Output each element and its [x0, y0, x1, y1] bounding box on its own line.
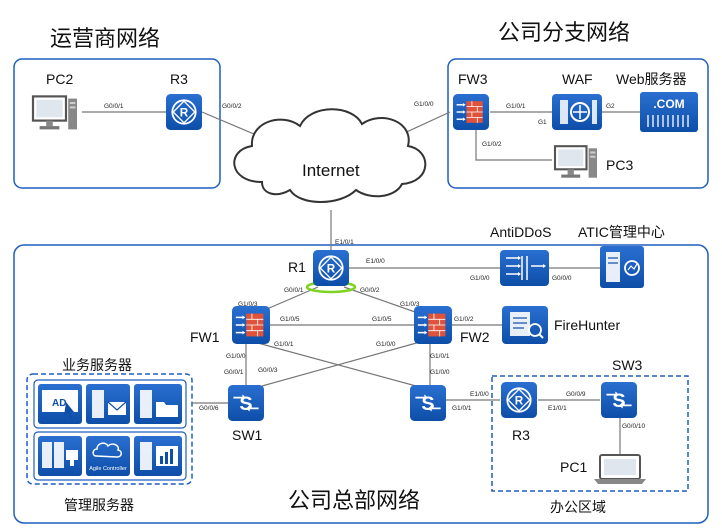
r3-isp-router-icon	[166, 94, 202, 130]
internet-cloud-icon	[233, 108, 427, 203]
r3-isp-label: R3	[170, 71, 188, 87]
business-servers-label: 业务服务器	[62, 358, 132, 374]
sw1-label: SW1	[232, 427, 263, 443]
firehunter-icon	[502, 306, 548, 344]
isp-region-box	[13, 58, 221, 189]
fw1-label: FW1	[190, 329, 220, 345]
fw2-label: FW2	[460, 329, 490, 345]
antiddos-icon	[500, 250, 549, 286]
port-label: G1/0/0	[470, 275, 490, 282]
port-label: G0/0/10	[622, 423, 646, 430]
port-label: G0/0/3	[258, 367, 278, 374]
port-label: G1/0/0	[414, 101, 434, 108]
links	[82, 111, 640, 455]
waf-icon	[552, 94, 602, 130]
pc2-label: PC2	[46, 71, 73, 87]
port-label: G1/0/0	[226, 353, 246, 360]
port-label: E1/0/1	[335, 239, 354, 246]
fw3-firewall-icon	[453, 94, 489, 130]
pc1-laptop-icon	[594, 454, 646, 484]
port-label: G0/0/1	[104, 103, 124, 110]
port-label: G0/0/1	[224, 369, 244, 376]
port-label: G1/0/1	[274, 341, 294, 348]
port-label: G1/0/1	[452, 405, 472, 412]
agile-controller-icon-label: Agile Controller	[89, 466, 127, 472]
port-label: G1/0/5	[372, 316, 392, 323]
r3-hq-label: R3	[512, 427, 530, 443]
sw1-switch-icon	[228, 385, 264, 421]
firehunter-label: FireHunter	[554, 317, 620, 333]
file-server-icon	[134, 384, 182, 424]
r1-router-icon	[313, 250, 349, 286]
office-area-box	[491, 375, 689, 492]
ad-server-icon: AD	[38, 384, 82, 424]
port-label: G0/0/1	[284, 287, 304, 294]
fw1-firewall-icon	[232, 306, 270, 344]
server-area-box	[26, 373, 193, 485]
port-label: G1/0/3	[400, 301, 420, 308]
isp-region-label: 运营商网络	[50, 27, 160, 52]
port-label: G1/0/1	[506, 103, 526, 110]
waf-label: WAF	[562, 71, 593, 87]
port-label: G1/0/2	[454, 316, 474, 323]
port-label: G1/0/0	[430, 369, 450, 376]
agile-controller-icon: Agile Controller	[86, 436, 130, 476]
port-label: G1/0/1	[430, 353, 450, 360]
port-label: G0/0/2	[360, 287, 380, 294]
port-label: G2	[606, 103, 615, 110]
internet-label: Internet	[302, 161, 360, 180]
port-label: G0/0/2	[222, 103, 242, 110]
port-label: G1	[538, 119, 547, 126]
atic-label: ATIC管理中心	[578, 224, 665, 240]
port-label: E1/0/0	[366, 258, 385, 265]
port-label: G0/0/6	[199, 405, 219, 412]
port-label: G1/0/3	[238, 301, 258, 308]
mgmt-server-icon	[134, 436, 182, 476]
sw3-switch-icon	[600, 382, 638, 418]
hq-region-label: 公司总部网络	[288, 489, 420, 514]
port-labels: G0/0/1 G0/0/2 G1/0/0 G1/0/1 G1 G2 G1/0/2…	[104, 101, 646, 430]
web-server-label: Web服务器	[616, 71, 687, 87]
mail-server-icon	[86, 384, 130, 424]
fw3-label: FW3	[458, 71, 488, 87]
web-server-icon-label: .COM	[653, 97, 684, 111]
r1-label: R1	[288, 259, 306, 275]
mgmt-servers-label: 管理服务器	[64, 498, 134, 514]
port-label: E1/0/1	[548, 405, 567, 412]
mgmt-console-icon	[38, 436, 82, 476]
pc3-label: PC3	[606, 157, 633, 173]
web-server-icon: .COM	[640, 92, 698, 132]
pc1-label: PC1	[560, 459, 587, 475]
r3-hq-router-icon	[500, 382, 538, 418]
branch-region-label: 公司分支网络	[498, 21, 630, 46]
atic-server-icon	[600, 246, 644, 288]
port-label: G1/0/2	[482, 141, 502, 148]
antiddos-label: AntiDDoS	[490, 224, 551, 240]
sw3-label: SW3	[612, 357, 643, 373]
fw2-firewall-icon	[414, 306, 452, 344]
port-label: E1/0/0	[470, 391, 489, 398]
office-area-label: 办公区域	[550, 500, 606, 516]
sw2-switch-icon	[410, 385, 446, 421]
port-label: G0/0/9	[566, 391, 586, 398]
ad-icon-label: AD	[52, 398, 66, 409]
port-label: G0/0/0	[552, 275, 572, 282]
port-label: G1/0/5	[280, 316, 300, 323]
port-label: G1/0/0	[376, 341, 396, 348]
